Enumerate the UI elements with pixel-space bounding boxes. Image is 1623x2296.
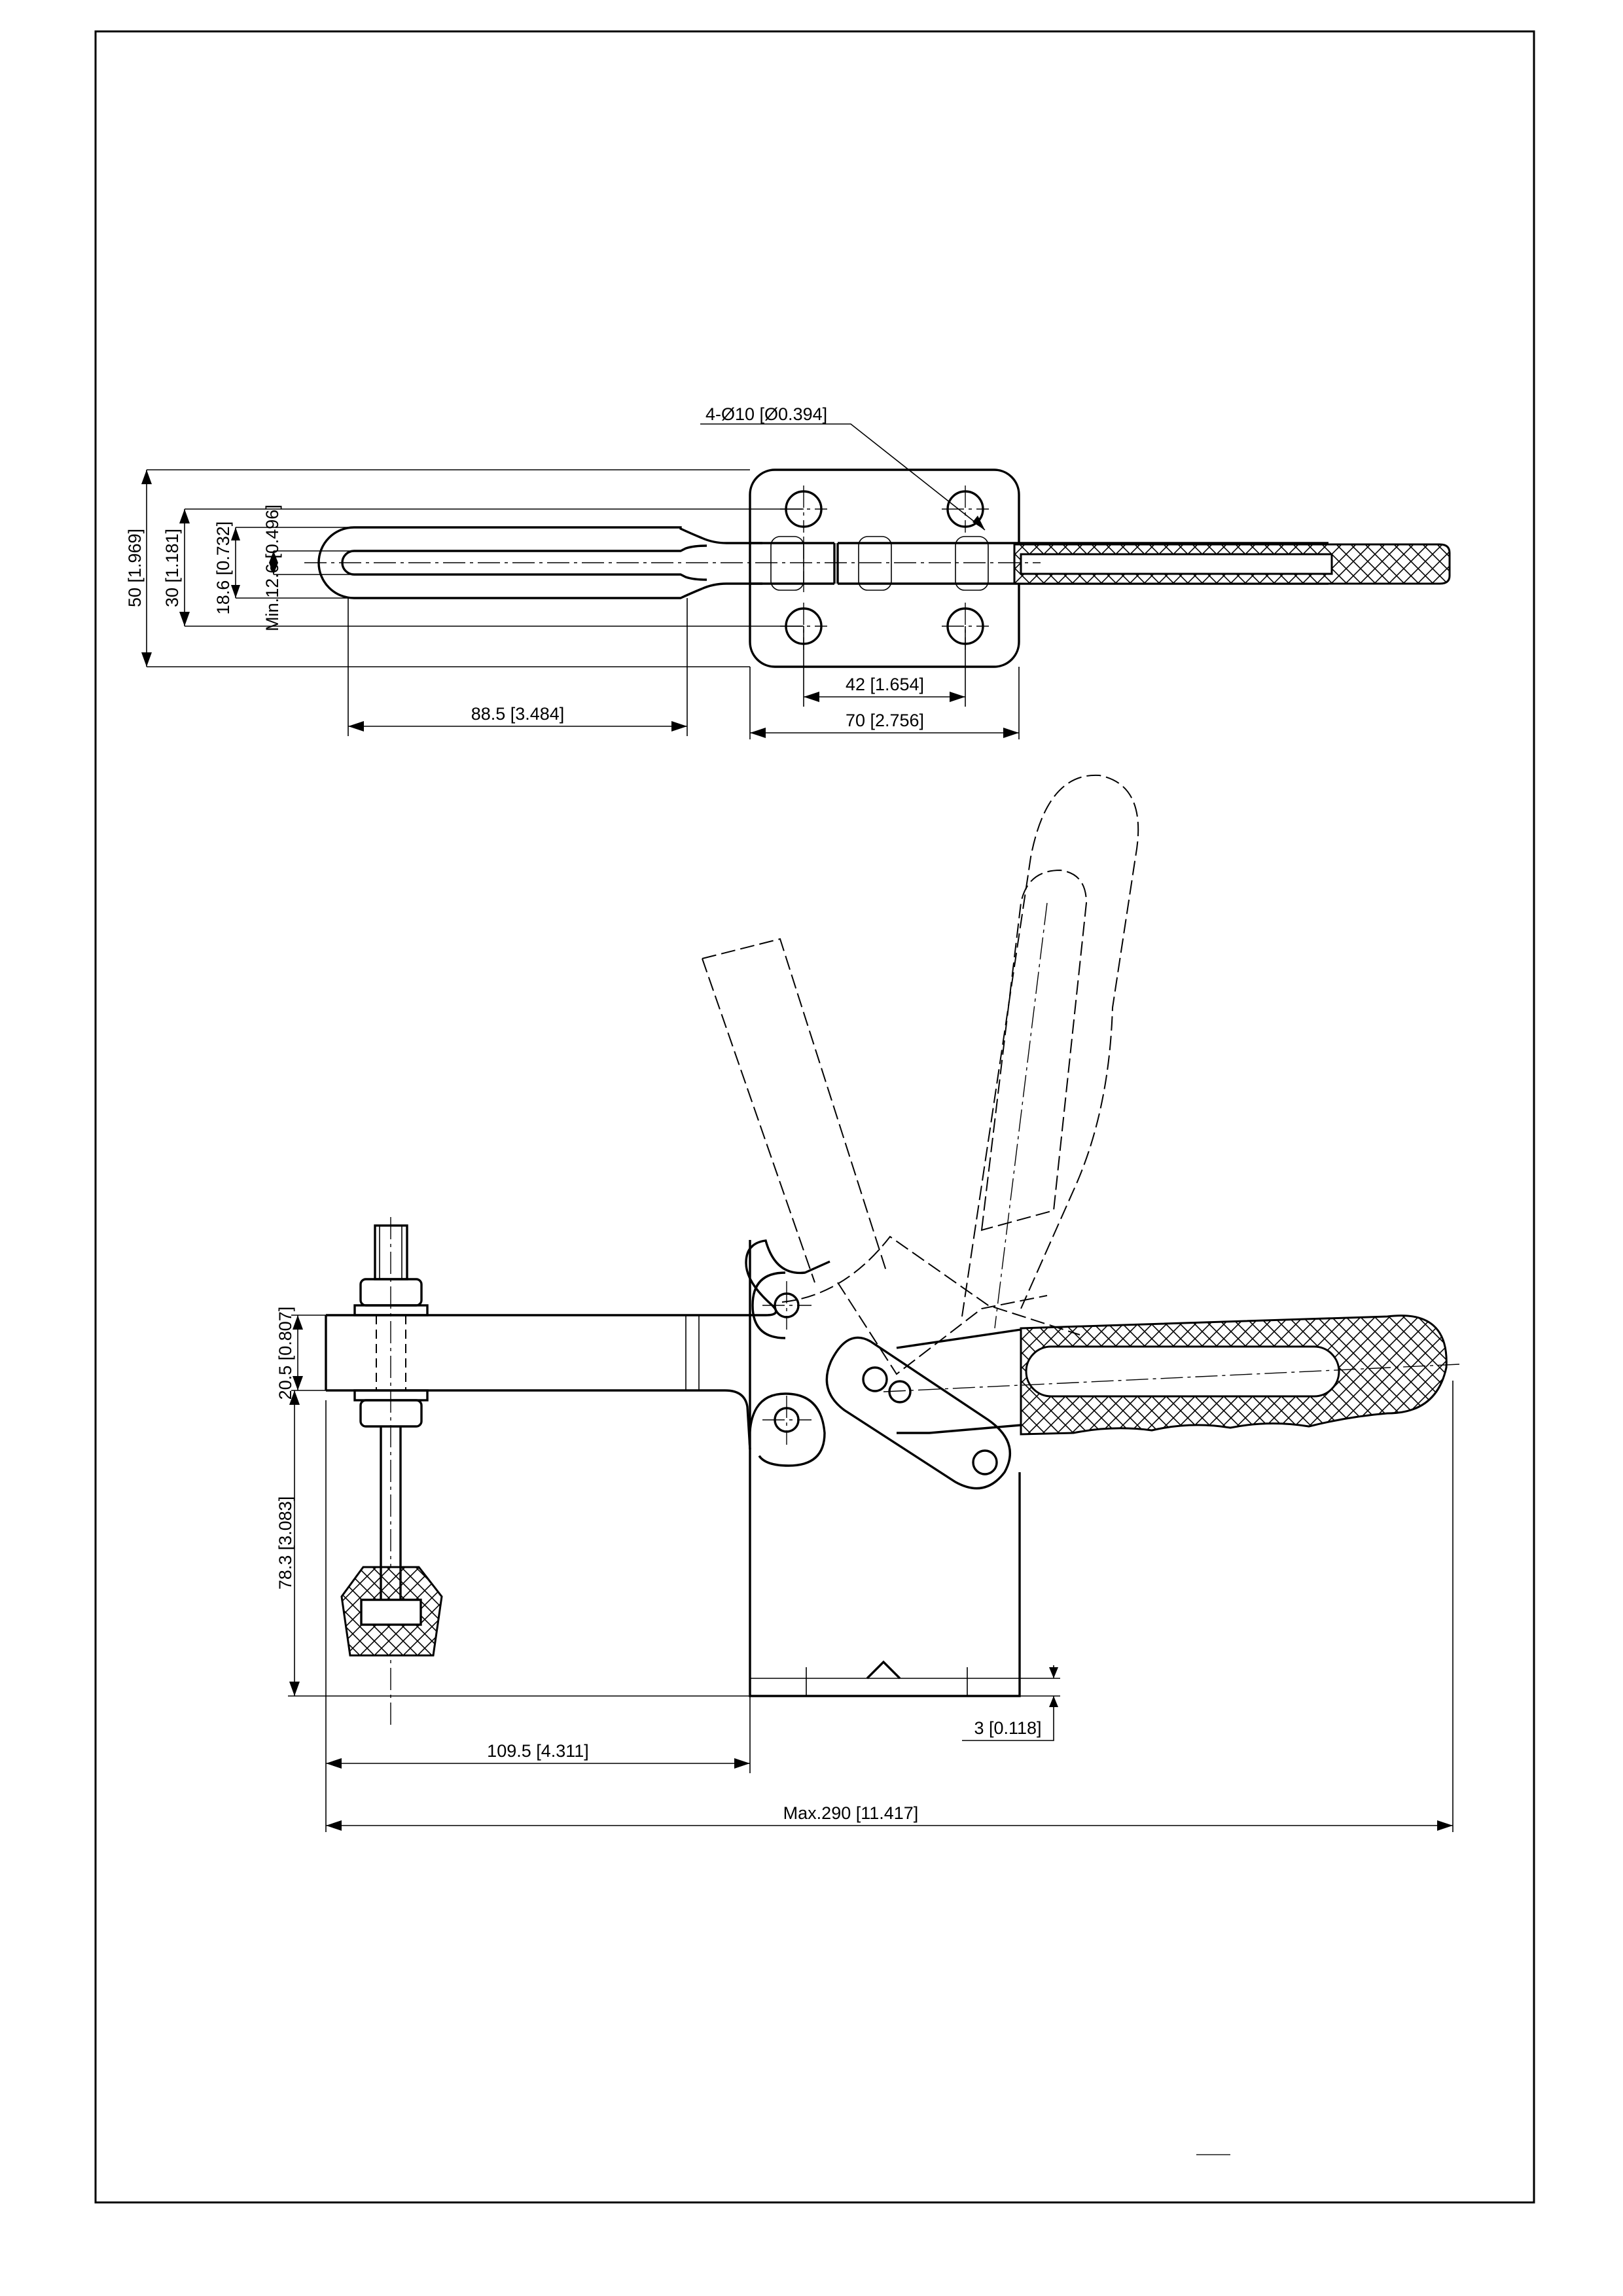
dimension-labels: 4-Ø10 [Ø0.394] 50 [1.969] 30 [1.181] 18.…	[125, 404, 1042, 1823]
handle-open-phantom	[961, 774, 1139, 1317]
label-base-height: 50 [1.969]	[125, 529, 145, 607]
dimension-lines	[141, 469, 1454, 1832]
label-hole-spacing: 42 [1.654]	[846, 675, 924, 694]
clamp-open-phantom	[702, 938, 887, 1283]
label-base-thickness: 3 [0.118]	[974, 1718, 1041, 1738]
top-view	[304, 423, 1451, 668]
label-min-slot: Min.12.6 [0.496]	[262, 504, 282, 631]
clamp-arm-top	[317, 526, 762, 599]
handle-closed	[896, 1328, 1022, 1434]
label-spindle-height: 78.3 [3.083]	[276, 1496, 295, 1590]
drawing-frame	[94, 30, 1535, 2204]
label-arm-thickness: 20.5 [0.807]	[276, 1307, 295, 1400]
label-bar-length: 88.5 [3.484]	[471, 704, 565, 724]
label-reach: 109.5 [4.311]	[487, 1741, 589, 1761]
label-holes: 4-Ø10 [Ø0.394]	[705, 404, 827, 424]
label-base-width: 70 [2.756]	[846, 711, 924, 730]
base-body	[749, 1240, 1021, 1697]
label-bar-width: 30 [1.181]	[162, 529, 182, 607]
label-total-length: Max.290 [11.417]	[783, 1803, 919, 1823]
spindle-assembly	[340, 1217, 443, 1727]
label-slot-width: 18.6 [0.732]	[213, 521, 233, 615]
link-plate	[825, 1336, 1011, 1490]
side-view	[325, 774, 1460, 1727]
